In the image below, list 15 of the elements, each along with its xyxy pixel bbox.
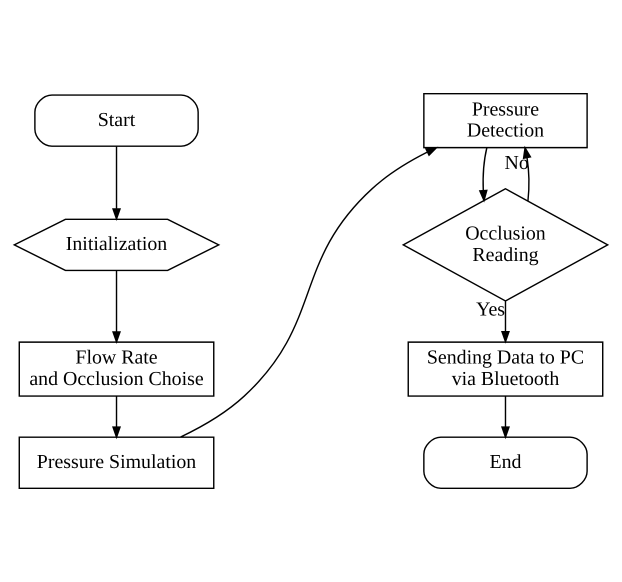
edge-label: No — [504, 152, 529, 174]
node-box: Sending Data to PC via Bluetooth — [408, 341, 604, 397]
arrow — [522, 146, 532, 202]
arrow — [112, 146, 121, 222]
arrow — [478, 148, 488, 203]
arrow — [112, 270, 121, 344]
node-box: Pressure Detection — [423, 92, 588, 148]
arrow — [501, 396, 510, 440]
node-box: Flow Rate and Occlusion Choise — [18, 341, 214, 397]
arrow — [501, 301, 510, 344]
arrow — [180, 146, 438, 438]
node-box: Pressure Simulation — [18, 436, 214, 490]
node-box: End — [423, 436, 588, 490]
arrow — [112, 396, 121, 440]
node-box: Start — [34, 94, 199, 147]
